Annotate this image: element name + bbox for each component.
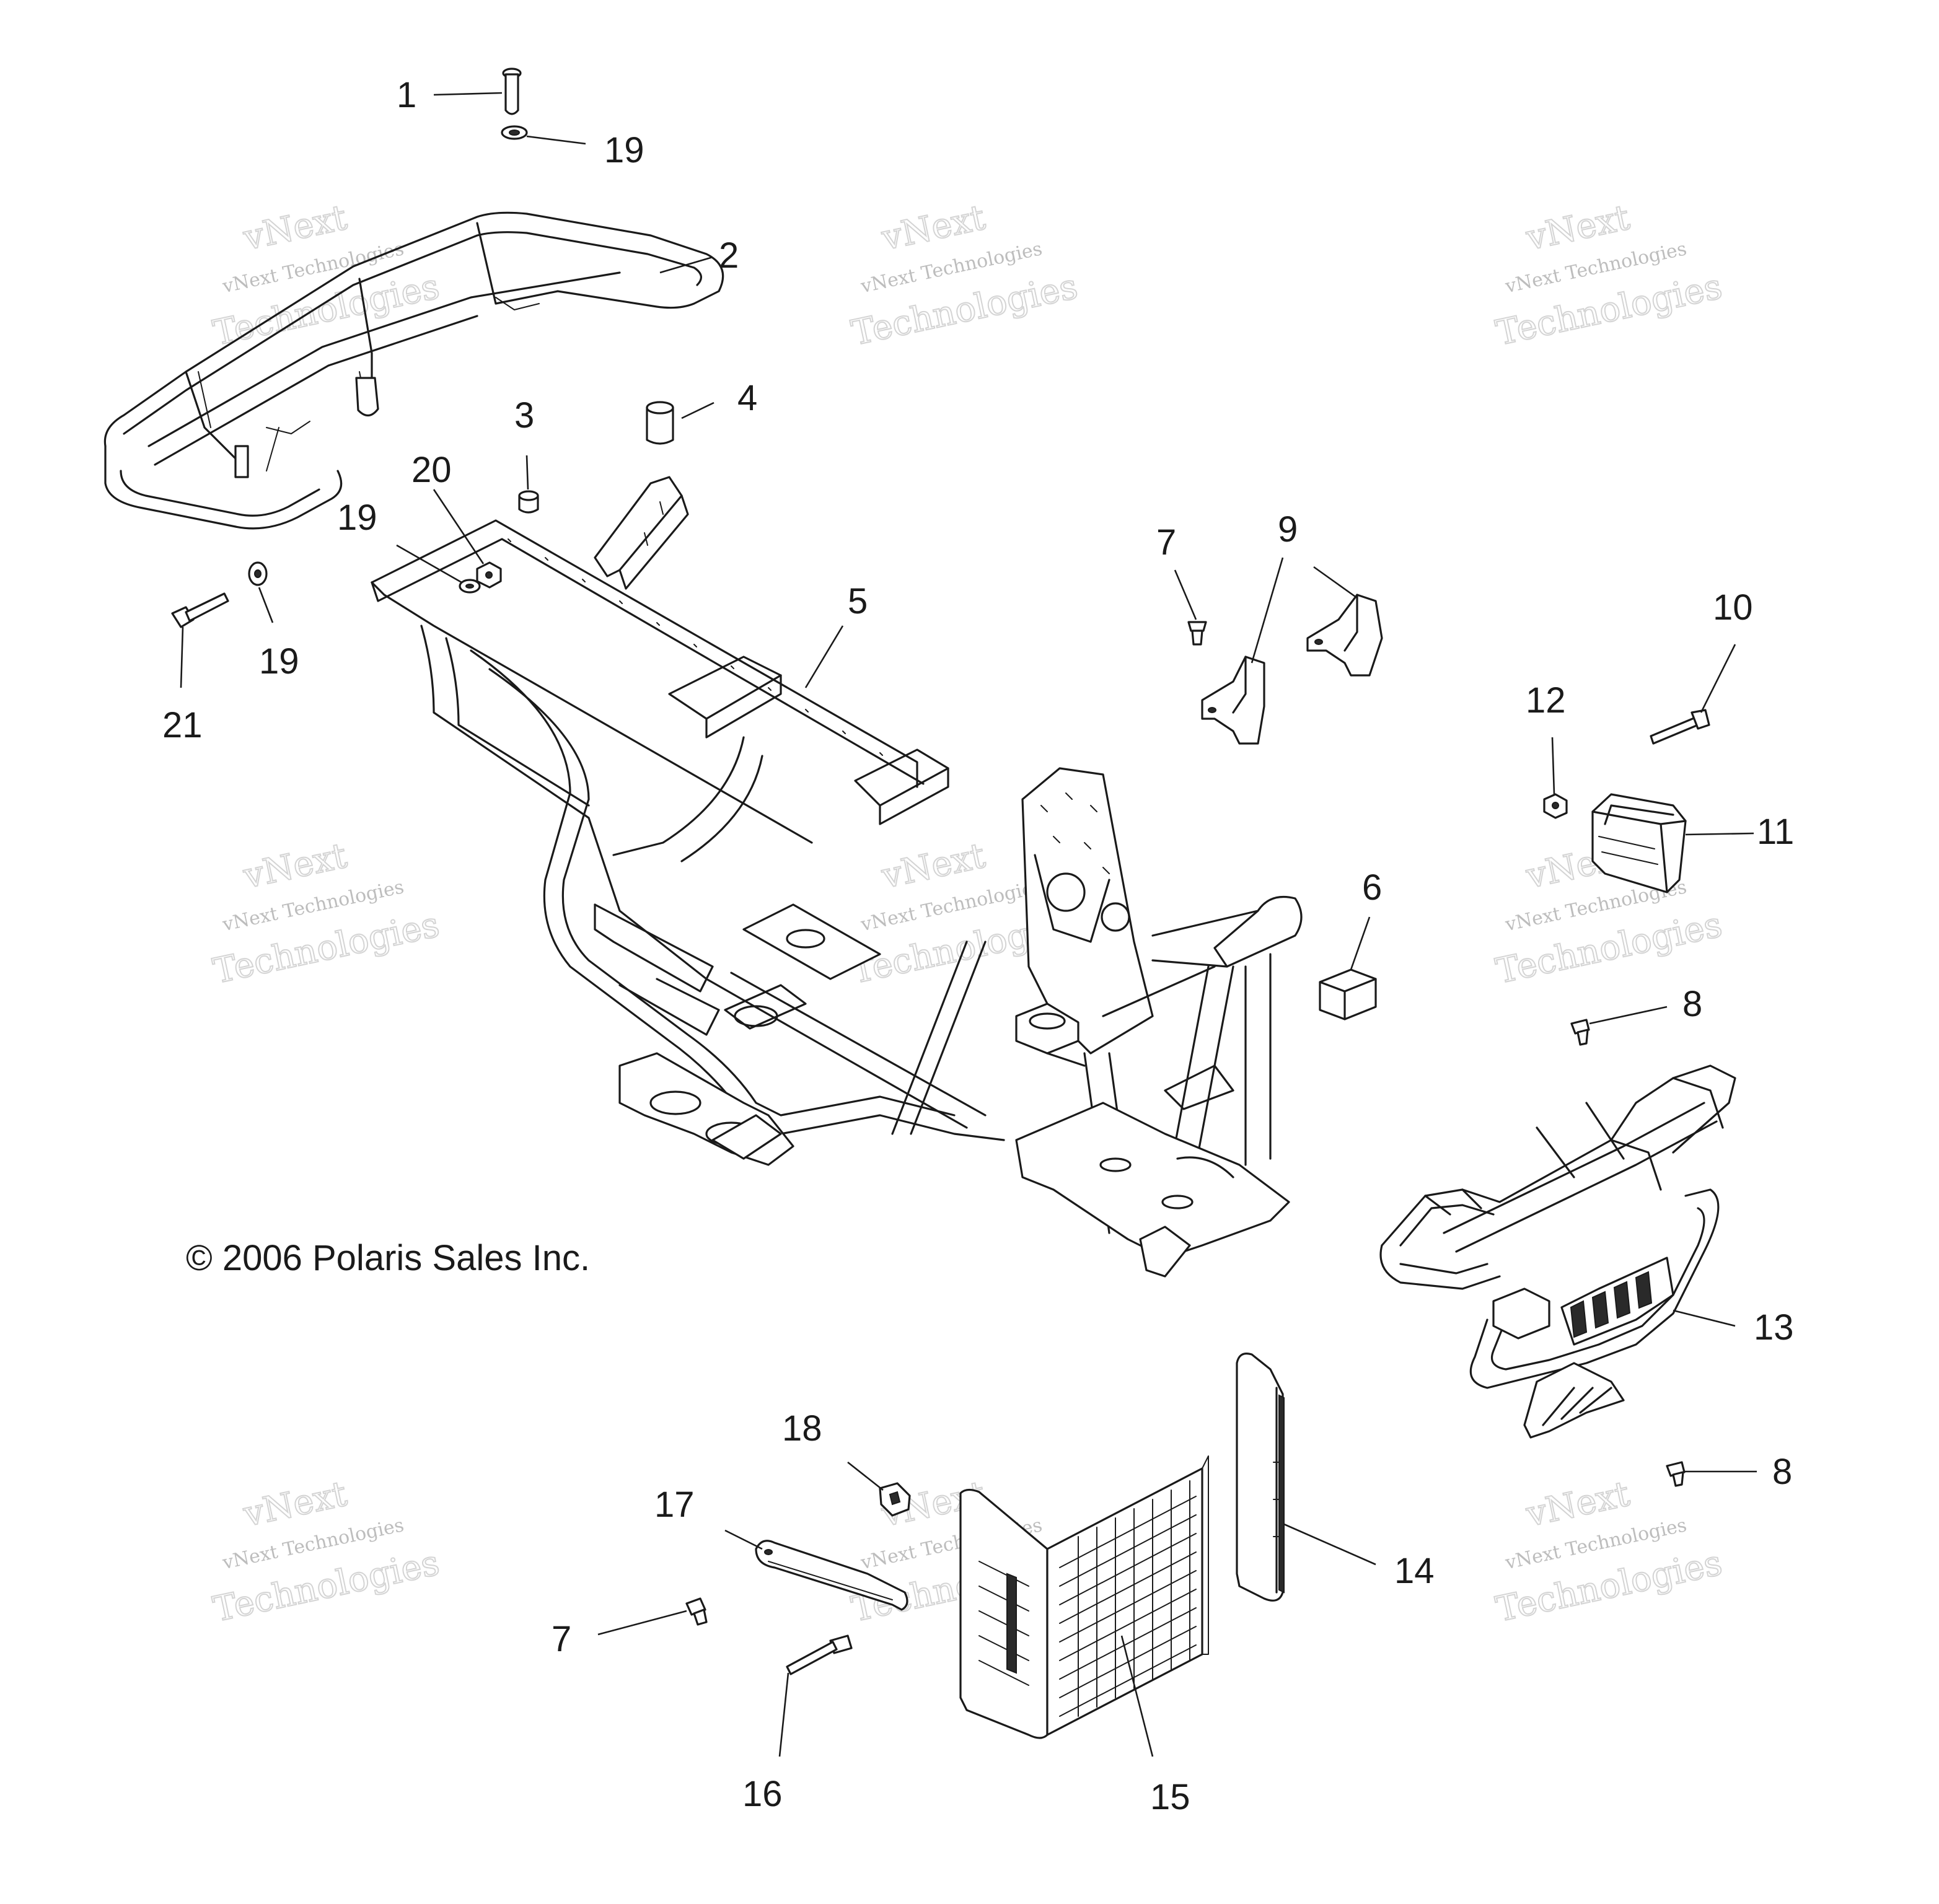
watermark-bottom-right: vNext vNext Technologies Technologies (1492, 1473, 1726, 1630)
callout-3: 3 (514, 395, 534, 436)
watermark-text: vNext (878, 835, 989, 897)
leader-5 (804, 625, 844, 688)
part-15-grille (959, 1455, 1209, 1739)
part-13-front-rack (1379, 1064, 1736, 1439)
leader-6 (1350, 916, 1371, 970)
watermark-top-center: vNext vNext Technologies Technologies (848, 196, 1082, 354)
leader-19-left (258, 587, 274, 623)
leader-1 (433, 92, 503, 96)
part-9-bracket-right (1306, 594, 1383, 677)
leader-15 (1120, 1635, 1154, 1757)
part-6-block (1319, 968, 1377, 1020)
callout-17: 17 (654, 1485, 695, 1525)
leader-9-right (1313, 566, 1358, 599)
leader-13 (1673, 1309, 1736, 1327)
leader-4 (681, 401, 714, 419)
part-8-rivet-upper (1570, 1019, 1590, 1046)
callout-8-upper: 8 (1682, 984, 1702, 1024)
callout-14: 14 (1394, 1551, 1435, 1591)
callout-12: 12 (1526, 680, 1566, 721)
part-9-bracket-left (1201, 656, 1265, 745)
part-19-washer-frame (459, 579, 481, 594)
part-2-rear-rack (103, 211, 724, 530)
part-10-bolt (1650, 709, 1710, 745)
part-5-main-frame (371, 476, 1303, 1278)
leader-11 (1685, 832, 1754, 836)
part-1-pin (502, 68, 522, 115)
callout-15: 15 (1150, 1777, 1190, 1817)
callout-labels: 1 19 2 3 4 20 19 19 21 5 7 9 10 12 11 6 … (162, 75, 1794, 1817)
part-19-washer-left (248, 561, 268, 586)
leader-3 (525, 455, 529, 490)
watermark-bottom-left: vNext vNext Technologies Technologies (209, 1473, 444, 1630)
callout-7-lower: 7 (552, 1619, 571, 1659)
part-16-bolt (786, 1634, 853, 1675)
leader-16 (778, 1672, 789, 1757)
watermark-text: vNext (240, 197, 351, 258)
watermarks: vNext vNext Technologies Technologies vN… (209, 196, 1726, 1630)
callout-19-top: 19 (604, 130, 644, 170)
watermark-text: vNext (1523, 197, 1633, 258)
watermark-text: vNext (240, 835, 351, 897)
part-3-bushing (518, 490, 539, 514)
leader-17 (724, 1529, 763, 1550)
callout-16: 16 (742, 1774, 783, 1814)
leader-lines (180, 92, 1757, 1757)
leader-21 (180, 626, 184, 688)
leader-19-frame (396, 544, 462, 584)
part-14-panel (1236, 1353, 1285, 1602)
leader-9-left (1251, 557, 1284, 664)
callout-6: 6 (1362, 867, 1382, 908)
callout-21: 21 (162, 705, 203, 745)
part-4-spacer (646, 401, 674, 445)
leader-18 (847, 1461, 884, 1491)
part-20-nut (476, 561, 502, 589)
callout-1: 1 (397, 75, 416, 115)
watermark-text: vNext (1523, 1473, 1633, 1535)
watermark-top-right: vNext vNext Technologies Technologies (1492, 196, 1726, 354)
callout-13: 13 (1754, 1307, 1794, 1348)
leader-10 (1700, 644, 1736, 713)
watermark-top-left: vNext vNext Technologies Technologies (209, 196, 444, 354)
part-18-clip (879, 1482, 911, 1517)
callout-2: 2 (719, 235, 739, 276)
callout-20: 20 (411, 450, 452, 490)
callout-10: 10 (1713, 587, 1753, 628)
part-7-rivet-lower (685, 1597, 708, 1626)
part-17-strap (755, 1540, 908, 1611)
part-7-rivet-top (1187, 621, 1207, 646)
callout-5: 5 (848, 581, 868, 621)
callout-8-lower: 8 (1772, 1452, 1792, 1492)
part-12-nut (1543, 793, 1568, 819)
copyright-text: © 2006 Polaris Sales Inc. (186, 1238, 590, 1278)
leader-7-top (1174, 569, 1197, 620)
watermark-text: vNext (878, 197, 989, 258)
leader-8-upper (1589, 1006, 1668, 1025)
callout-18: 18 (782, 1408, 822, 1449)
leader-2 (659, 256, 713, 274)
callout-19-frame: 19 (337, 498, 377, 538)
leader-19-top (526, 135, 586, 145)
part-19-washer-top (501, 125, 528, 140)
leader-7-lower (597, 1610, 687, 1636)
callout-11: 11 (1757, 812, 1794, 852)
part-8-rivet-lower (1666, 1461, 1686, 1487)
watermark-text: vNext (240, 1473, 351, 1535)
part-21-bolt (171, 592, 229, 628)
callout-19-left: 19 (259, 641, 299, 682)
part-11-receiver (1591, 793, 1687, 893)
callout-9: 9 (1278, 509, 1298, 550)
callout-7-top: 7 (1156, 522, 1176, 563)
leader-12 (1551, 737, 1555, 795)
leader-14 (1283, 1523, 1376, 1566)
callout-4: 4 (737, 378, 757, 418)
leader-20 (433, 489, 485, 564)
watermark-mid-left: vNext vNext Technologies Technologies (209, 835, 444, 992)
